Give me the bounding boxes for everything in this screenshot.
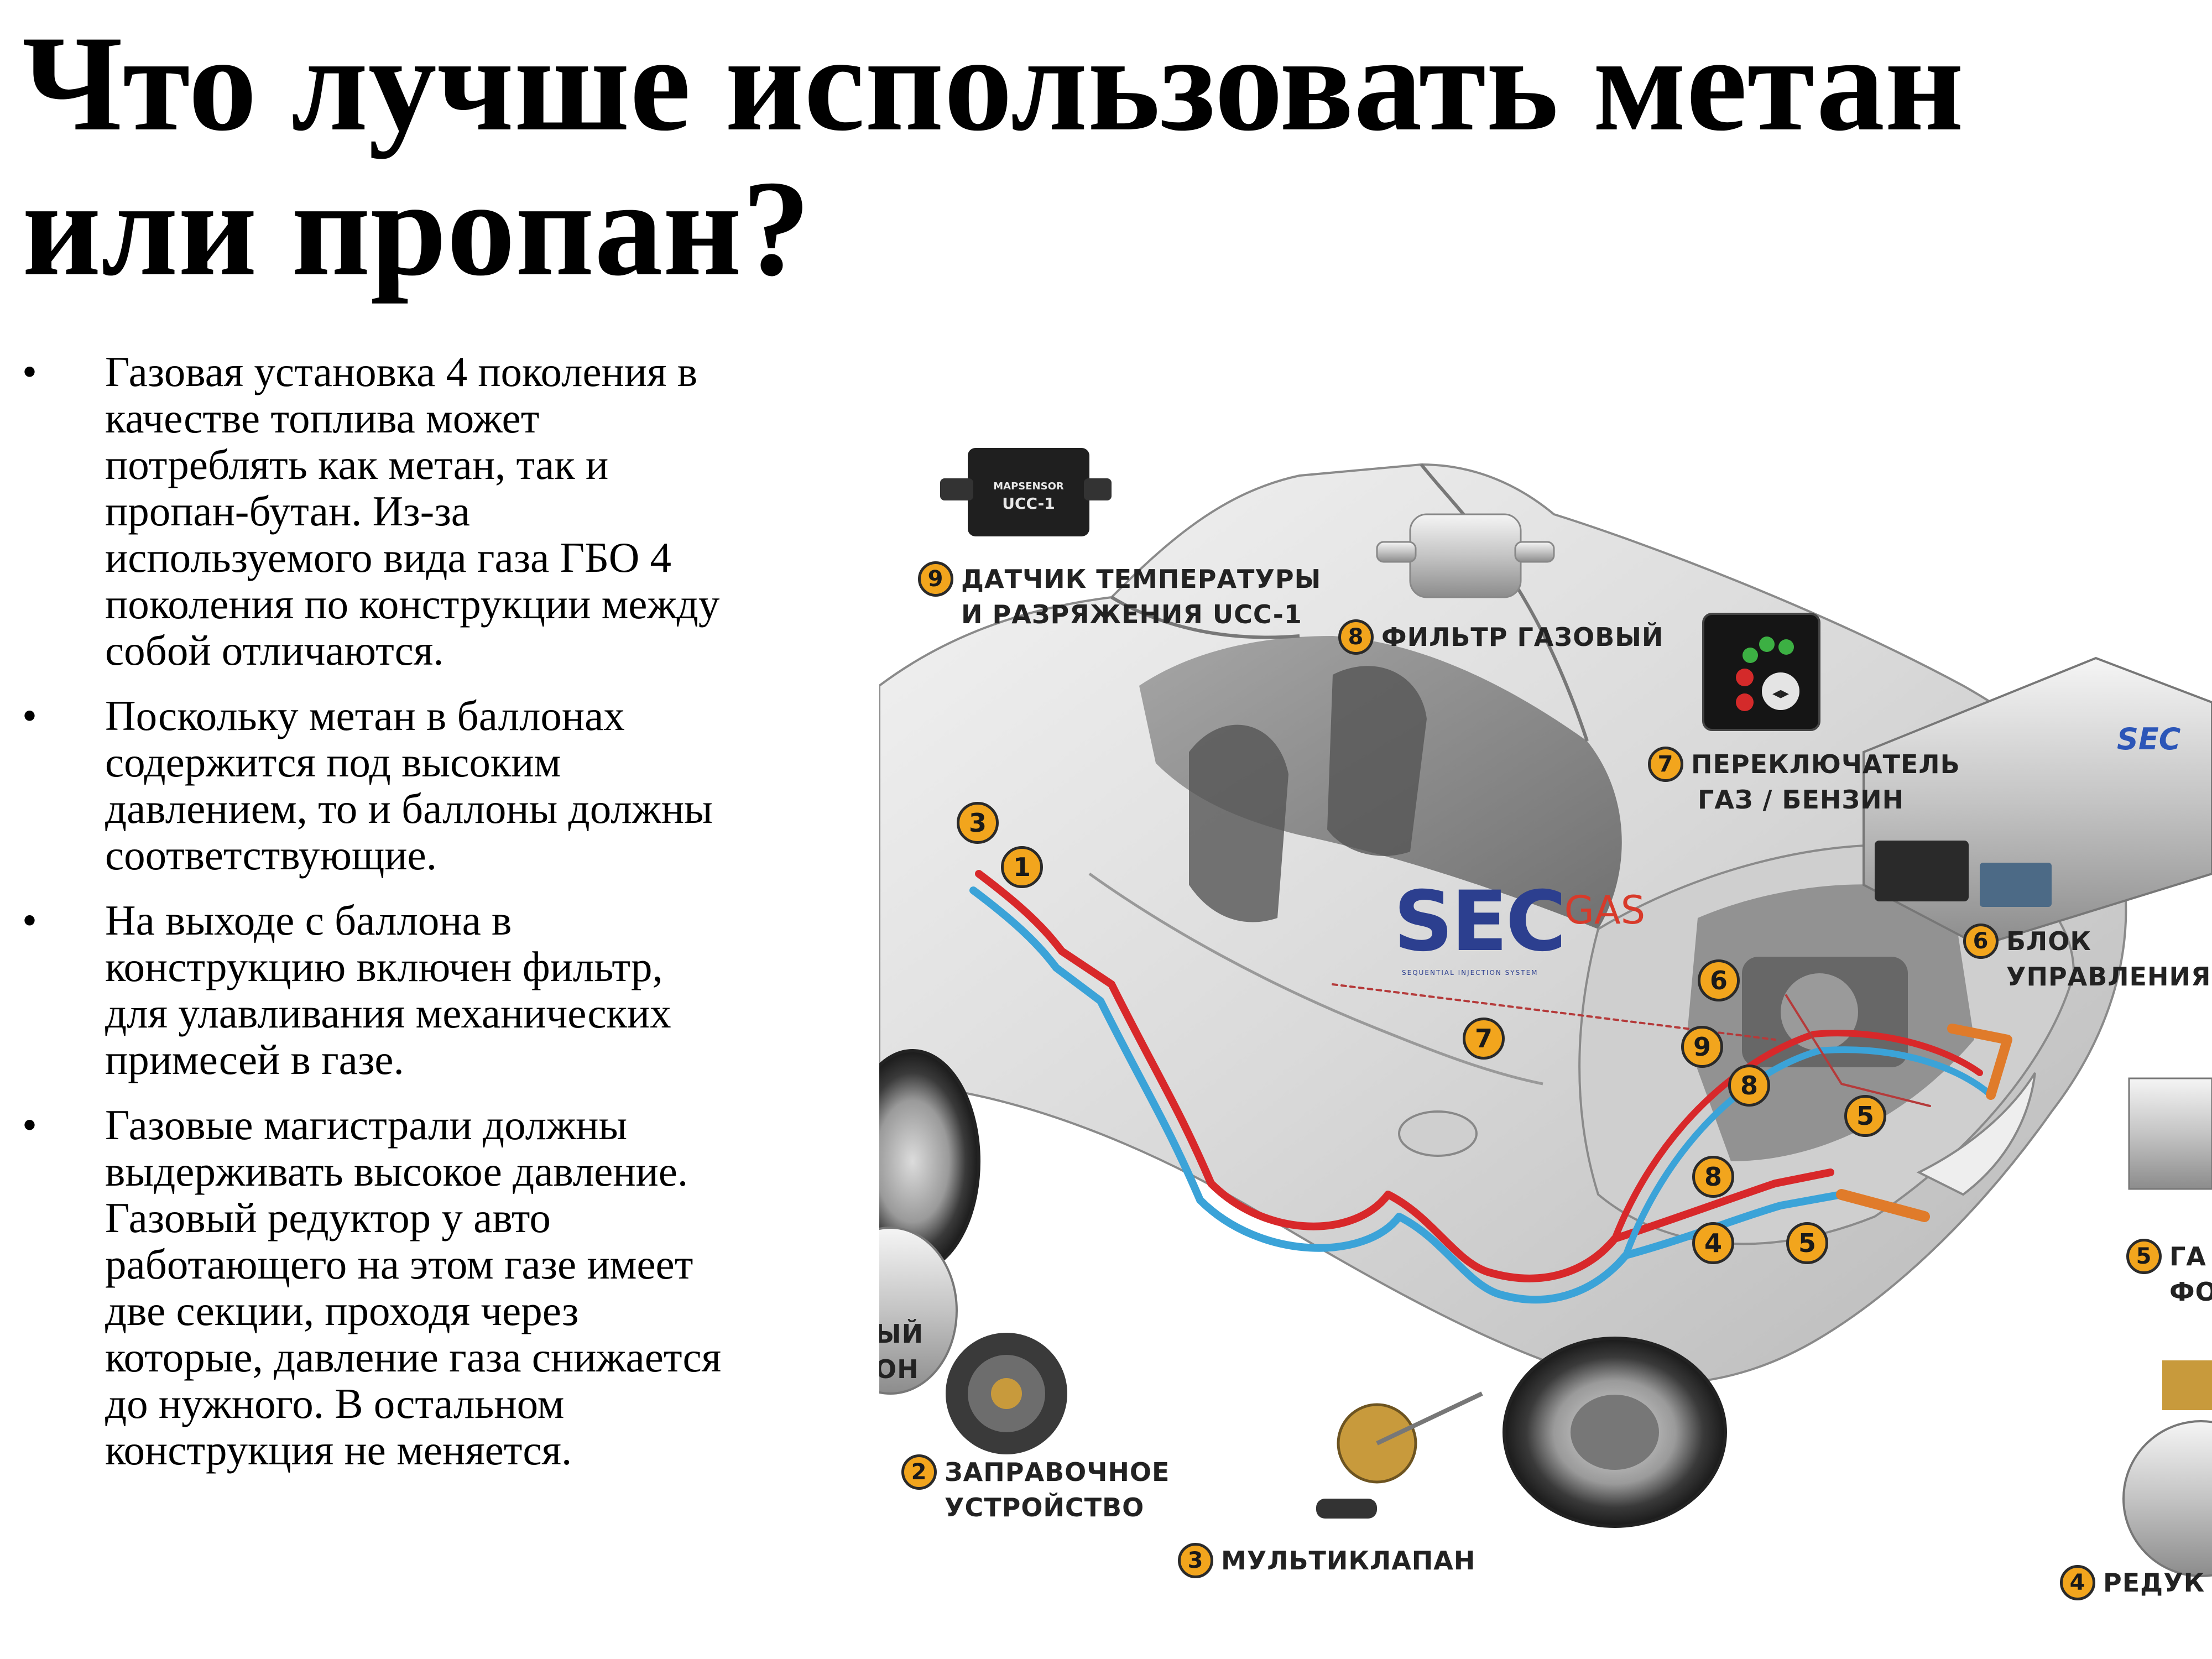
gas-lines xyxy=(969,870,2012,1304)
callout-badge: 4 xyxy=(2060,1565,2095,1600)
callout-reducer: 4 РЕДУК xyxy=(2060,1565,2205,1600)
car-diagram-graphic: MAPSENSOR UCC-1 ◂▸ xyxy=(879,448,2212,1577)
callout-badge: 6 xyxy=(1963,924,1999,959)
callout-line: БЛОК xyxy=(2006,926,2091,956)
bullet-marker: • xyxy=(22,348,37,395)
callout-badge: 5 xyxy=(2126,1239,2162,1274)
bullet-marker: • xyxy=(22,1101,37,1149)
map-sensor-brand: MAPSENSOR xyxy=(993,481,1064,492)
callout-tank: ЫЙ ОН xyxy=(879,1316,924,1387)
ecu-brand: SEC xyxy=(2117,722,2181,757)
callout-line: ФО xyxy=(2169,1277,2212,1307)
callout-line: ЫЙ xyxy=(879,1319,924,1349)
bullet-item: • Газовые магистрали должны выдерживать … xyxy=(22,1102,735,1473)
callout-badge: 8 xyxy=(1338,619,1374,655)
bullet-text: Поскольку метан в баллонах содержится по… xyxy=(105,692,713,879)
callout-switch: 7 ПЕРЕКЛЮЧАТЕЛЬ ГАЗ / БЕНЗИН xyxy=(1648,747,1960,817)
callout-line: ПЕРЕКЛЮЧАТЕЛЬ xyxy=(1691,749,1960,779)
bullet-item: • Газовая установка 4 поколения в качест… xyxy=(22,348,735,674)
gas-system-illustration: MAPSENSOR UCC-1 ◂▸ xyxy=(879,376,2212,1620)
diagram-marker: 9 xyxy=(1681,1026,1723,1068)
callout-badge: 3 xyxy=(1178,1543,1213,1578)
diagram-marker: 8 xyxy=(1692,1156,1734,1198)
diagram-marker: 4 xyxy=(1692,1222,1734,1264)
bullet-item: • Поскольку метан в баллонах содержится … xyxy=(22,692,735,878)
logo-suffix: GAS xyxy=(1564,888,1646,933)
callout-line: УСТРОЙСТВО xyxy=(945,1493,1145,1522)
bullet-item: • На выходе с баллона в конструкцию вклю… xyxy=(22,897,735,1083)
wheels xyxy=(879,1049,1727,1528)
logo-tagline: SEQUENTIAL INJECTION SYSTEM xyxy=(1402,969,1538,977)
callout-badge: 9 xyxy=(918,561,953,597)
diagram-marker: 8 xyxy=(1728,1065,1770,1107)
callout-gas-filter: 8 ФИЛЬТР ГАЗОВЫЙ xyxy=(1338,619,1663,655)
callout-line: ОН xyxy=(879,1354,919,1384)
bullet-text: На выходе с баллона в конструкцию включе… xyxy=(105,896,671,1083)
bullet-text: Газовые магистрали должны выдерживать вы… xyxy=(105,1101,722,1474)
callout-ecu: 6 БЛОК УПРАВЛЕНИЯ xyxy=(1963,924,2211,994)
bullet-marker: • xyxy=(22,692,37,739)
callout-badge: 7 xyxy=(1648,747,1683,782)
diagram-marker: 3 xyxy=(957,802,999,844)
callout-line: ГАЗ / БЕНЗИН xyxy=(1698,785,1905,815)
diagram-marker: 7 xyxy=(1463,1018,1505,1060)
bullet-marker: • xyxy=(22,896,37,944)
callout-temp-sensor: 9 ДАТЧИК ТЕМПЕРАТУРЫ И РАЗРЯЖЕНИЯ UCC-1 xyxy=(918,561,1321,632)
callout-line: ФИЛЬТР ГАЗОВЫЙ xyxy=(1381,622,1664,652)
map-sensor-model: UCC-1 xyxy=(1002,494,1055,513)
bullet-list: • Газовая установка 4 поколения в качест… xyxy=(22,348,735,1492)
diagram-marker: 6 xyxy=(1698,959,1740,1001)
callout-injectors: 5 ГА ФО xyxy=(2126,1239,2212,1310)
callout-line: ДАТЧИК ТЕМПЕРАТУРЫ xyxy=(961,564,1322,594)
callout-line: ГА xyxy=(2169,1241,2206,1271)
callout-badge: 2 xyxy=(901,1454,937,1490)
svg-text:◂▸: ◂▸ xyxy=(1772,684,1789,703)
callout-line: ЗАПРАВОЧНОЕ xyxy=(945,1457,1170,1487)
callout-line: РЕДУК xyxy=(2103,1568,2205,1598)
callout-multivalve: 3 МУЛЬТИКЛАПАН xyxy=(1178,1543,1475,1578)
callout-line: МУЛЬТИКЛАПАН xyxy=(1221,1546,1476,1575)
bullet-text: Газовая установка 4 поколения в качестве… xyxy=(105,348,720,674)
diagram-marker: 5 xyxy=(1844,1095,1886,1137)
diagram-marker: 5 xyxy=(1786,1222,1828,1264)
callout-line: УПРАВЛЕНИЯ xyxy=(2006,962,2211,992)
logo-main: SEC xyxy=(1394,874,1567,970)
slide-title: Что лучше использовать метан или пропан? xyxy=(22,7,1964,304)
diagram-marker: 1 xyxy=(1001,846,1043,888)
secgas-logo: SECGAS xyxy=(1394,874,1645,970)
components: MAPSENSOR UCC-1 ◂▸ xyxy=(879,448,2212,1577)
callout-filler: 2 ЗАПРАВОЧНОЕ УСТРОЙСТВО xyxy=(901,1454,1170,1525)
callout-line: И РАЗРЯЖЕНИЯ UCC-1 xyxy=(961,599,1302,629)
